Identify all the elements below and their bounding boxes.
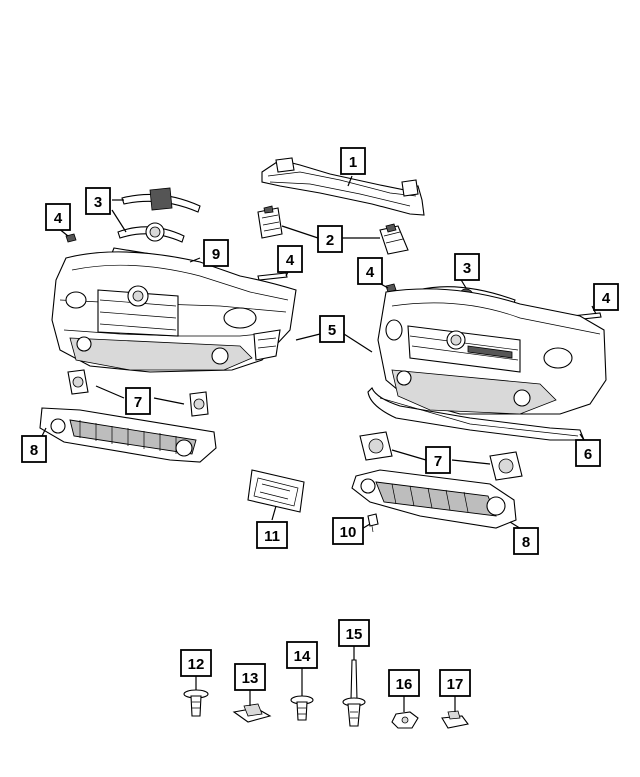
- callout-6: 6: [575, 439, 601, 467]
- callout-4-c: 4: [357, 257, 383, 285]
- fastener-16-nut: [391, 711, 419, 729]
- svg-text:8: 8: [522, 534, 530, 551]
- svg-text:3: 3: [94, 194, 102, 211]
- callout-8-right: 8: [513, 527, 539, 555]
- callout-12: 12: [180, 649, 212, 677]
- fastener-12-push-pin: [183, 689, 209, 717]
- fastener-17-clip-nut: [441, 710, 469, 729]
- callout-5: 5: [319, 315, 345, 343]
- lower-grille-left: [39, 407, 217, 463]
- clip-10: [367, 513, 379, 533]
- bumper-fascia-left: [51, 251, 297, 373]
- callout-14: 14: [286, 641, 318, 669]
- svg-text:12: 12: [188, 656, 205, 673]
- svg-text:4: 4: [286, 252, 295, 269]
- bracket-left: [257, 205, 283, 239]
- svg-text:17: 17: [447, 676, 464, 693]
- callout-4-d: 4: [593, 283, 619, 311]
- callout-4-a: 4: [45, 203, 71, 231]
- reinforcement-beam: [261, 157, 425, 216]
- grille-bar-upper-left: [117, 187, 201, 243]
- svg-text:14: 14: [294, 648, 311, 665]
- callout-1: 1: [340, 147, 366, 175]
- svg-text:4: 4: [366, 264, 375, 281]
- fastener-14-screw: [290, 695, 314, 721]
- callout-16: 16: [388, 669, 420, 697]
- svg-text:4: 4: [54, 210, 63, 227]
- svg-text:11: 11: [264, 528, 280, 545]
- clip-4-right-top: [385, 283, 397, 293]
- svg-text:15: 15: [346, 626, 363, 643]
- clip-4-strip-left: [257, 272, 288, 281]
- svg-text:6: 6: [584, 446, 592, 463]
- callout-13: 13: [234, 663, 266, 691]
- svg-text:7: 7: [134, 394, 142, 411]
- svg-text:1: 1: [349, 154, 357, 171]
- callout-3-left: 3: [85, 187, 111, 215]
- license-plate-bracket: [247, 469, 305, 513]
- callout-8-left: 8: [21, 435, 47, 463]
- svg-text:5: 5: [328, 322, 336, 339]
- callout-3-right: 3: [454, 253, 480, 281]
- svg-text:4: 4: [602, 290, 611, 307]
- callout-2: 2: [317, 225, 343, 253]
- callout-11: 11: [256, 521, 288, 549]
- callout-7-right: 7: [425, 446, 451, 474]
- svg-text:10: 10: [340, 524, 357, 541]
- callout-4-b: 4: [277, 245, 303, 273]
- svg-text:8: 8: [30, 442, 38, 459]
- svg-text:7: 7: [434, 453, 442, 470]
- svg-text:3: 3: [463, 260, 471, 277]
- fog-bezel-right-a: [359, 431, 393, 461]
- svg-text:13: 13: [242, 670, 259, 687]
- callout-17: 17: [439, 669, 471, 697]
- fastener-15-rivet: [342, 659, 366, 727]
- callout-9: 9: [203, 239, 229, 267]
- fog-bezel-left-a: [67, 369, 89, 395]
- callout-15: 15: [338, 619, 370, 647]
- callout-7-left: 7: [125, 387, 151, 415]
- fastener-13-clip: [232, 703, 272, 723]
- fog-bezel-left-b: [189, 391, 209, 417]
- svg-text:9: 9: [212, 246, 220, 263]
- svg-text:2: 2: [326, 232, 334, 249]
- bumper-fascia-right: [377, 288, 607, 415]
- svg-text:16: 16: [396, 676, 413, 693]
- clip-4-left-top: [65, 233, 77, 243]
- callout-10: 10: [332, 517, 364, 545]
- lower-grille-right: [351, 469, 517, 529]
- fog-bezel-right-b: [489, 451, 523, 481]
- bracket-right: [379, 223, 409, 255]
